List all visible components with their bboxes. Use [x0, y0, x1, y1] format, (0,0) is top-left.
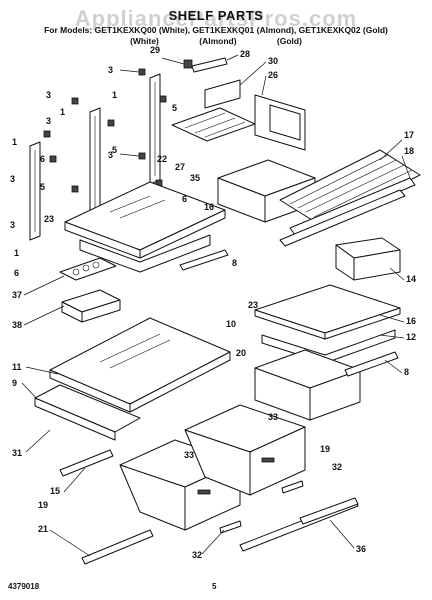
callout-14: 14 — [406, 274, 416, 284]
shelf-frame-right — [261, 329, 396, 364]
callout-3: 3 — [10, 220, 15, 230]
callout-30: 30 — [268, 56, 278, 66]
shelf-frame-upper-left — [79, 234, 211, 273]
callout-33: 33 — [184, 450, 194, 460]
callout-3: 3 — [46, 90, 51, 100]
callout-6: 6 — [182, 194, 187, 204]
glass-shelf-right — [254, 284, 401, 340]
callout-19: 19 — [38, 500, 48, 510]
glass-shelf-upper-left — [64, 181, 226, 259]
callout-32: 32 — [332, 462, 342, 472]
shelf-ladder-left-back — [29, 141, 41, 241]
clip-parts — [43, 68, 167, 193]
bracket-30 — [204, 79, 241, 109]
callout-19: 19 — [320, 444, 330, 454]
callout-31: 31 — [12, 448, 22, 458]
callout-21: 21 — [38, 524, 48, 534]
callout-5: 5 — [172, 103, 177, 113]
drawer-rail-21 — [81, 529, 154, 565]
drawer-trim-36 — [239, 497, 359, 552]
callout-15: 15 — [50, 486, 60, 496]
page-number: 5 — [212, 582, 217, 591]
callout-23: 23 — [44, 214, 54, 224]
callout-12: 12 — [406, 332, 416, 342]
callout-27: 27 — [175, 162, 185, 172]
shelf-rail-18 — [279, 177, 416, 247]
callout-3: 3 — [108, 150, 113, 160]
callout-16: 16 — [406, 316, 416, 326]
model-list: For Models: GET1KEXKQ00 (White), GET1KEX… — [44, 25, 388, 35]
callout-36: 36 — [356, 544, 366, 554]
callout-28: 28 — [240, 49, 250, 59]
callout-3: 3 — [10, 174, 15, 184]
callout-1: 1 — [112, 90, 117, 100]
callout-23: 23 — [248, 300, 258, 310]
callout-5: 5 — [112, 145, 117, 155]
utility-bin — [61, 289, 121, 323]
trim-strip-8-upper — [179, 249, 229, 271]
callout-16: 16 — [204, 202, 214, 212]
shelf-ladder-left-mid — [89, 107, 101, 219]
egg-tray — [59, 257, 117, 281]
callout-8: 8 — [232, 258, 237, 268]
callout-32: 32 — [192, 550, 202, 560]
callout-3: 3 — [46, 116, 51, 126]
callout-3: 3 — [108, 65, 113, 75]
callout-29: 29 — [150, 45, 160, 55]
callout-18: 18 — [404, 146, 414, 156]
door-bin — [335, 237, 401, 281]
leader-lines — [21, 54, 411, 557]
trim-strip-8-right — [344, 351, 399, 377]
callout-37: 37 — [12, 290, 22, 300]
callout-26: 26 — [268, 70, 278, 80]
cover-frame-9 — [34, 384, 141, 441]
callout-1: 1 — [12, 137, 17, 147]
crisper-drawer-20 — [254, 349, 361, 421]
crisper-drawer-right — [184, 404, 306, 496]
callout-6: 6 — [14, 268, 19, 278]
callout-35: 35 — [190, 173, 200, 183]
callouts: 3 3 1 3 3 1 3 3 1 5 5 5 6 6 1 6 37 38 29… — [10, 45, 416, 560]
callout-22: 22 — [157, 154, 167, 164]
callout-33: 33 — [268, 412, 278, 422]
drawer-badge-32 — [219, 480, 304, 534]
callout-9: 9 — [12, 378, 17, 388]
callout-20: 20 — [236, 348, 246, 358]
page-title: SHELF PARTS — [168, 8, 264, 23]
document-number: 4379018 — [8, 582, 40, 591]
callout-11: 11 — [12, 362, 22, 372]
watermark: AppliancePartsPros.com — [74, 6, 358, 31]
crisper-cover-22 — [171, 107, 256, 142]
callout-8: 8 — [404, 367, 409, 377]
callout-6: 6 — [40, 154, 45, 164]
callout-17: 17 — [404, 130, 414, 140]
callout-1: 1 — [60, 107, 65, 117]
wire-shelf — [279, 149, 421, 226]
shelf-ladder-left-front — [149, 73, 161, 185]
drawer-rail-15 — [59, 449, 114, 477]
callout-38: 38 — [12, 320, 22, 330]
dairy-door — [254, 94, 306, 151]
callout-1: 1 — [14, 248, 19, 258]
crisper-cover-large — [49, 317, 231, 413]
callout-10: 10 — [226, 319, 236, 329]
model-colors: (White) (Almond) (Gold) — [130, 36, 302, 46]
bracket-28 — [183, 57, 228, 73]
callout-5: 5 — [40, 182, 45, 192]
